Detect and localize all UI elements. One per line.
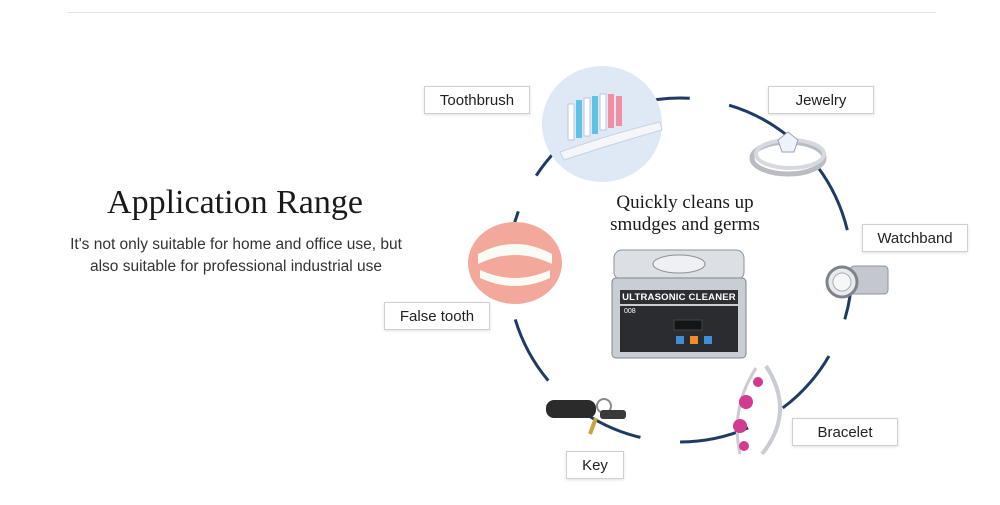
watchband-picture [820, 258, 892, 308]
ultrasonic-cleaner-device: ULTRASONIC CLEANER 008 [608, 246, 750, 360]
caption-line-1: Quickly cleans up [616, 192, 754, 213]
subtitle-line-2: also suitable for professional industria… [89, 258, 383, 275]
jewelry-picture [748, 118, 830, 182]
bracelet-picture [726, 362, 792, 458]
center-caption: Quickly cleans up smudges and germs [590, 192, 780, 236]
label-jewelry: Jewelry [768, 86, 874, 114]
toothbrush-icon [542, 66, 663, 182]
toothbrush-picture [540, 64, 664, 184]
key-icon [546, 398, 626, 435]
denture-icon [468, 222, 562, 304]
label-toothbrush: Toothbrush [424, 86, 530, 114]
device-label: ULTRASONIC CLEANER [622, 292, 736, 303]
caption-line-2: smudges and germs [610, 214, 760, 235]
label-watchband: Watchband [862, 224, 968, 252]
ring-icon [749, 131, 827, 177]
page-title: Application Range [107, 184, 363, 221]
watch-icon [825, 265, 889, 299]
key-picture [544, 392, 630, 438]
label-bracelet: Bracelet [792, 418, 898, 446]
label-false-tooth: False tooth [384, 302, 490, 330]
page-subtitle: It's not only suitable for home and offi… [30, 234, 442, 278]
false-tooth-picture [466, 220, 564, 306]
subtitle-line-1: It's not only suitable for home and offi… [70, 236, 402, 253]
label-key: Key [566, 451, 624, 479]
device-model: 008 [624, 308, 636, 315]
top-divider [68, 12, 936, 13]
bracelet-icon [733, 364, 783, 456]
ultrasonic-cleaner-icon [611, 249, 747, 359]
